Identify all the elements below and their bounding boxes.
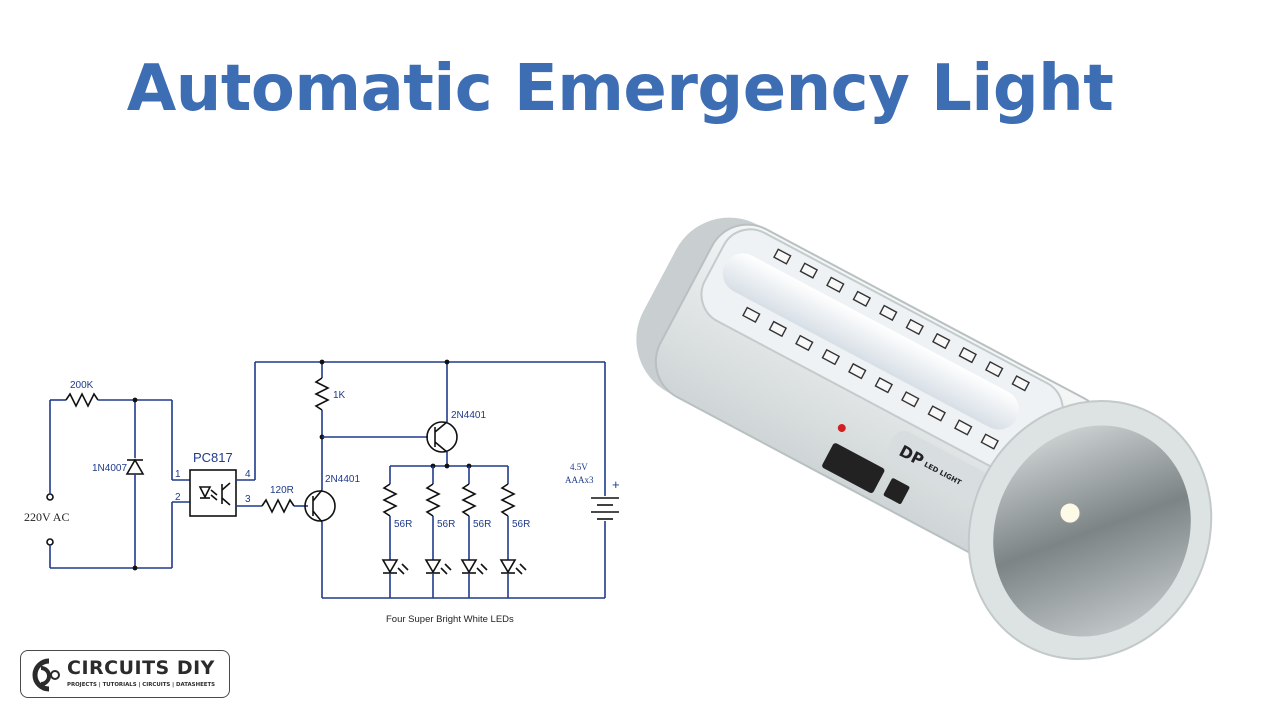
label-56r-1: 56R xyxy=(394,519,412,530)
opto-light-arrow xyxy=(210,489,218,496)
junction xyxy=(319,359,325,365)
opto-led xyxy=(198,486,212,499)
junction xyxy=(132,397,138,403)
emergency-light-photo: DP LED LIGHT xyxy=(636,217,1213,661)
logo-tagline: PROJECTS | TUTORIALS | CIRCUITS | DATASH… xyxy=(67,682,216,688)
opto-transistor-collector xyxy=(221,482,231,491)
reflector xyxy=(993,425,1191,637)
transistor-q1 xyxy=(304,490,336,522)
label-q1: 2N4401 xyxy=(325,474,360,485)
q1-emitter xyxy=(312,510,323,523)
opto-light-arrow xyxy=(210,494,218,501)
spot-led xyxy=(1059,502,1081,524)
led-2 xyxy=(424,559,442,574)
label-120r: 120R xyxy=(270,485,294,496)
led-branch-4 xyxy=(499,466,527,598)
led-branch-2 xyxy=(424,466,452,598)
led-3 xyxy=(460,559,478,574)
label-200k: 200K xyxy=(70,380,94,391)
resistor-1k xyxy=(314,377,330,411)
optocoupler-pc817 xyxy=(189,469,237,517)
label-56r-4: 56R xyxy=(512,519,530,530)
q1-collector xyxy=(312,489,323,502)
resistor-56r-3 xyxy=(461,483,477,517)
q2-collector xyxy=(434,421,448,433)
label-optocoupler: PC817 xyxy=(193,450,233,465)
charge-indicator xyxy=(837,424,846,433)
label-caption: Four Super Bright White LEDs xyxy=(386,614,514,625)
lamp-tube xyxy=(722,253,1019,430)
circuits-diy-logo[interactable]: CIRCUITS DIY PROJECTS | TUTORIALS | CIRC… xyxy=(20,650,230,698)
diode-1n4007 xyxy=(125,458,145,475)
label-q2: 2N4401 xyxy=(451,410,486,421)
label-ac-source: 220V AC xyxy=(24,510,69,524)
logo-mark-icon xyxy=(32,658,60,692)
label-pin2: 2 xyxy=(175,492,181,503)
led-branch-1 xyxy=(381,466,409,598)
power-socket xyxy=(822,443,885,494)
label-pin3: 3 xyxy=(245,494,251,505)
junction xyxy=(132,565,138,571)
resistor-120r xyxy=(261,498,295,514)
led-strip xyxy=(742,248,1030,450)
resistor-56r-4 xyxy=(500,483,516,517)
brand-badge xyxy=(886,430,992,506)
ac-terminal-top xyxy=(46,493,54,501)
q2-emitter xyxy=(434,441,448,453)
led-branch-3 xyxy=(460,466,488,598)
resistor-56r-2 xyxy=(425,483,441,517)
resistor-56r-1 xyxy=(382,483,398,517)
junction xyxy=(444,463,450,469)
circuit-schematic: 200K 1N4007 220V AC PC817 1 2 3 4 120R 2… xyxy=(24,359,620,625)
switch xyxy=(883,478,910,504)
transistor-q2 xyxy=(426,421,458,453)
opto-transistor-emitter xyxy=(221,497,231,506)
torch-head xyxy=(967,399,1213,661)
page-title: Automatic Emergency Light xyxy=(126,52,1114,126)
led-1 xyxy=(381,559,399,574)
resistor-200k xyxy=(65,392,99,408)
junction xyxy=(444,359,450,365)
label-56r-2: 56R xyxy=(437,519,455,530)
label-diode: 1N4007 xyxy=(92,463,127,474)
label-56r-3: 56R xyxy=(473,519,491,530)
label-1k: 1K xyxy=(333,390,346,401)
ac-terminal-bottom xyxy=(46,538,54,546)
label-pin4: 4 xyxy=(245,469,251,480)
led-4 xyxy=(499,559,517,574)
label-battery-voltage: 4.5V xyxy=(570,462,588,472)
logo-name: CIRCUITS DIY xyxy=(67,657,215,679)
label-battery-plus: + xyxy=(612,477,620,492)
label-battery-type: AAAx3 xyxy=(565,475,594,485)
label-pin1: 1 xyxy=(175,469,181,480)
